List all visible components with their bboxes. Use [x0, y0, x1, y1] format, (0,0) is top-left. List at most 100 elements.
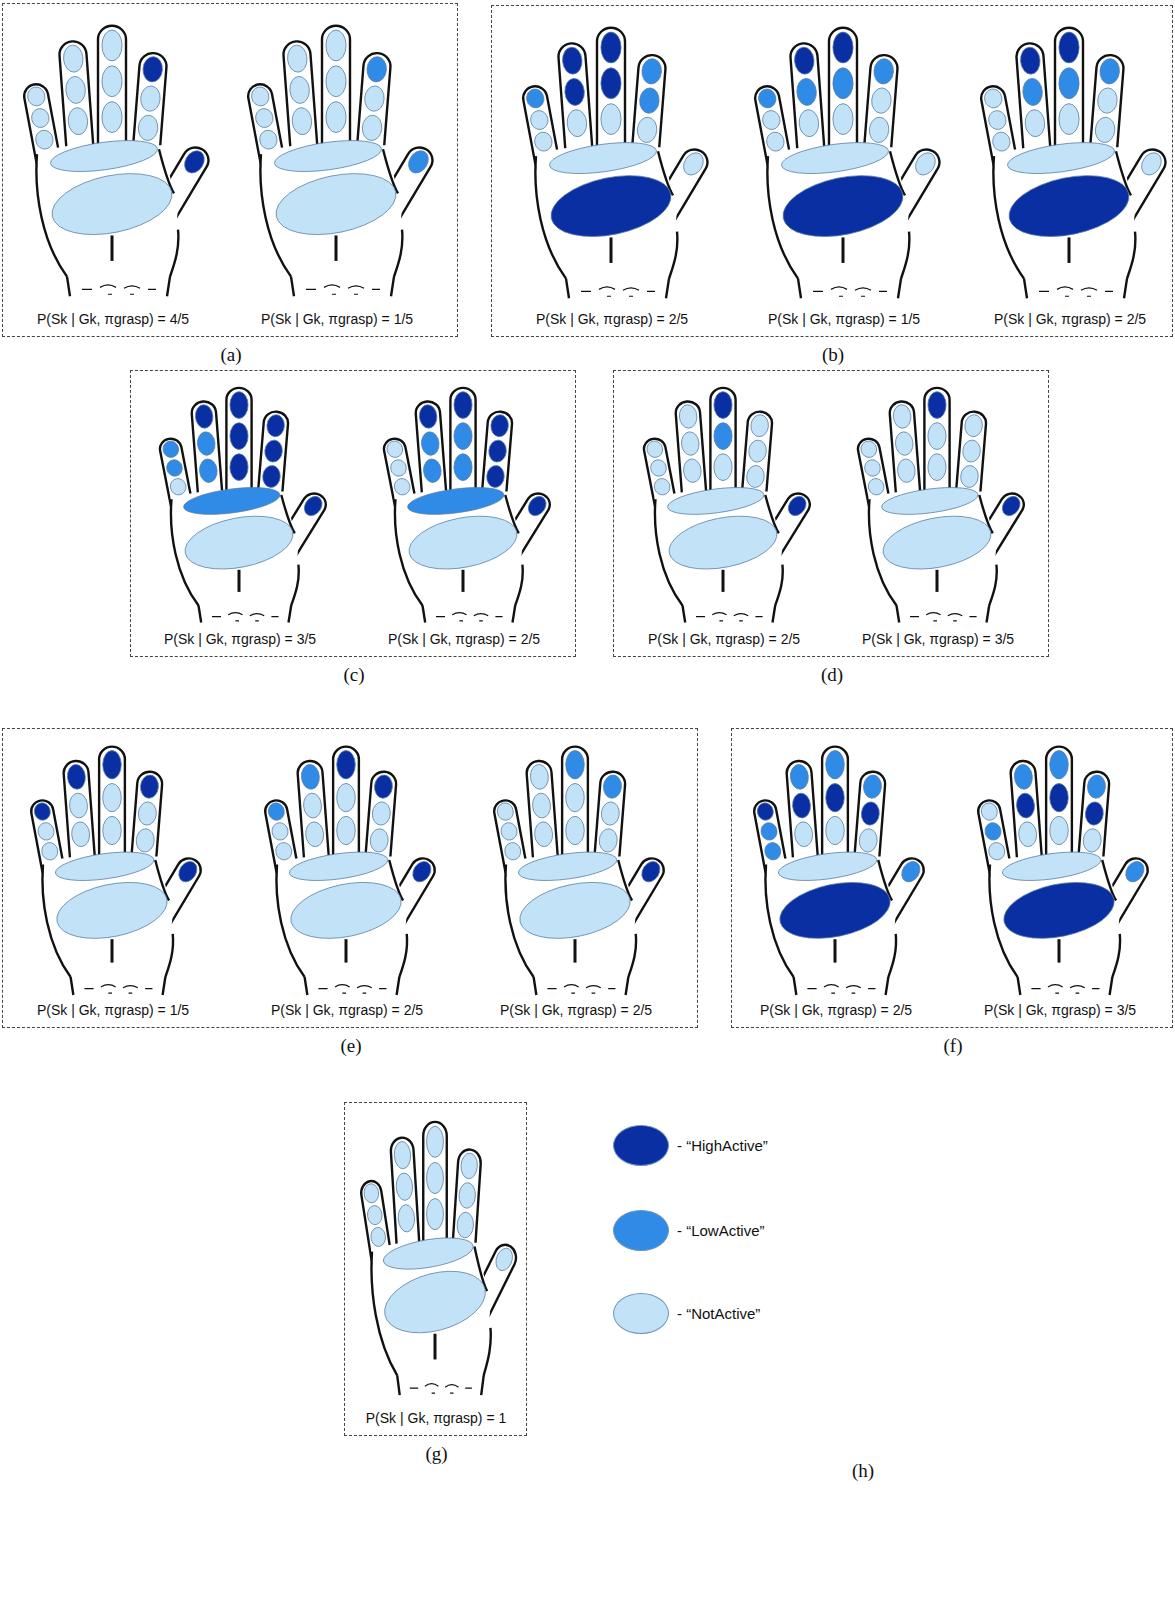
tactile-sensor — [833, 68, 853, 99]
finger-sensors — [858, 774, 882, 852]
tactile-sensor — [962, 440, 981, 463]
thumb-sensor-group — [525, 493, 550, 518]
tactile-sensor — [601, 68, 621, 99]
palm-crease — [574, 939, 577, 962]
finger-outline — [283, 40, 319, 161]
tactile-sensor — [798, 109, 819, 137]
finger-sensors — [456, 1152, 478, 1238]
wrist-creases — [910, 613, 977, 621]
finger-outline — [191, 401, 223, 506]
finger-sensors — [893, 404, 916, 483]
tactile-sensor — [419, 404, 438, 429]
finger-shape — [558, 42, 594, 163]
thumb-sensor-group — [409, 858, 434, 885]
finger-sensors — [102, 30, 122, 132]
finger-outline — [390, 1137, 420, 1260]
tactile-sensor — [34, 129, 54, 151]
finger-outline — [59, 40, 95, 161]
tactile-sensor — [826, 751, 845, 779]
tactile-sensor — [1014, 764, 1034, 790]
palm-crease — [936, 570, 939, 592]
wrist-creases — [82, 285, 156, 294]
probability-label: P(Sk | Gk, πgrasp) = 3/5 — [164, 631, 316, 647]
palm-sensor — [880, 483, 980, 519]
tactile-sensor — [137, 801, 157, 826]
tactile-sensor — [1022, 78, 1043, 106]
tactile-sensor — [873, 58, 894, 85]
tactile-sensor — [898, 858, 923, 885]
tactile-sensor — [897, 458, 916, 483]
probability-label: P(Sk | Gk, πgrasp) = 2/5 — [500, 1002, 652, 1018]
finger-sensors — [326, 30, 346, 132]
probability-label: P(Sk | Gk, πgrasp) = 2/5 — [388, 631, 540, 647]
tactile-sensor — [454, 454, 472, 481]
tactile-sensor — [199, 458, 218, 483]
tactile-sensor — [646, 440, 664, 459]
finger-sensors — [262, 414, 285, 488]
palm-crease — [1068, 237, 1071, 262]
tactile-sensor — [496, 802, 515, 822]
tactile-sensor — [490, 414, 509, 437]
tactile-sensor — [534, 821, 554, 847]
tactile-sensor — [980, 802, 999, 822]
tactile-sensor — [1087, 774, 1107, 799]
finger-sensors — [646, 440, 672, 496]
palm-outline — [260, 149, 402, 296]
tactile-sensor — [1097, 87, 1118, 114]
tactile-sensor — [757, 88, 777, 110]
probability-label: P(Sk | Gk, πgrasp) = 3/5 — [984, 1002, 1136, 1018]
tactile-sensor — [1016, 793, 1036, 819]
tactile-sensor — [871, 87, 892, 114]
palm-crease — [111, 235, 114, 260]
thumb-sensor-group — [680, 149, 708, 178]
tactile-sensor — [454, 423, 472, 450]
tactile-sensor — [374, 774, 394, 799]
tactile-sensor — [264, 440, 283, 463]
tactile-sensor — [427, 1162, 444, 1193]
tactile-sensor — [303, 793, 323, 819]
tactile-sensor — [1138, 149, 1166, 178]
palm-sensor — [54, 847, 156, 885]
finger-sensors — [679, 404, 702, 483]
wrist-creases — [696, 613, 763, 621]
finger-outline — [297, 760, 330, 872]
finger-sensors — [860, 440, 886, 496]
palm-crease — [345, 939, 348, 962]
hand-drawing — [642, 388, 814, 623]
tactile-sensor — [760, 821, 779, 841]
palm-outline — [989, 860, 1120, 995]
probability-label: P(Sk | Gk, πgrasp) = 2/5 — [536, 311, 688, 327]
finger-sensors — [757, 88, 786, 153]
tactile-sensor — [337, 783, 356, 811]
tactile-sensor — [790, 764, 810, 790]
tactile-sensor — [427, 1126, 444, 1157]
tactile-sensor — [142, 56, 163, 83]
tactile-sensor — [525, 88, 545, 110]
legend-swatch — [613, 1293, 669, 1334]
tactile-sensor — [230, 423, 248, 450]
tactile-sensor — [103, 783, 122, 811]
tactile-sensor — [454, 392, 472, 419]
finger-shape — [1010, 760, 1043, 872]
finger-shape — [675, 401, 707, 506]
tactile-sensor — [366, 56, 387, 83]
palm-sensor — [666, 483, 766, 519]
wrist-creases — [84, 985, 152, 994]
tactile-sensor — [369, 828, 389, 853]
hand-drawing — [158, 388, 330, 623]
tactile-sensor — [960, 465, 979, 488]
tactile-sensor — [765, 131, 785, 153]
finger-sensors — [33, 802, 59, 862]
tactile-sensor — [486, 465, 505, 488]
tactile-sensor — [649, 459, 667, 478]
panel-box: P(Sk | Gk, πgrasp) = 2/5 P(Sk | Gk, πgras… — [731, 728, 1173, 1028]
tactile-sensor — [301, 493, 326, 518]
tactile-sensor — [681, 431, 700, 456]
tactile-sensor — [67, 107, 88, 135]
finger-sensors — [230, 392, 248, 481]
finger-sensors — [195, 404, 218, 483]
probability-label: P(Sk | Gk, πgrasp) = 2/5 — [648, 631, 800, 647]
tactile-sensor — [140, 774, 160, 799]
probability-label: P(Sk | Gk, πgrasp) = 2/5 — [760, 1002, 912, 1018]
panel-label: (e) — [340, 1035, 361, 1057]
